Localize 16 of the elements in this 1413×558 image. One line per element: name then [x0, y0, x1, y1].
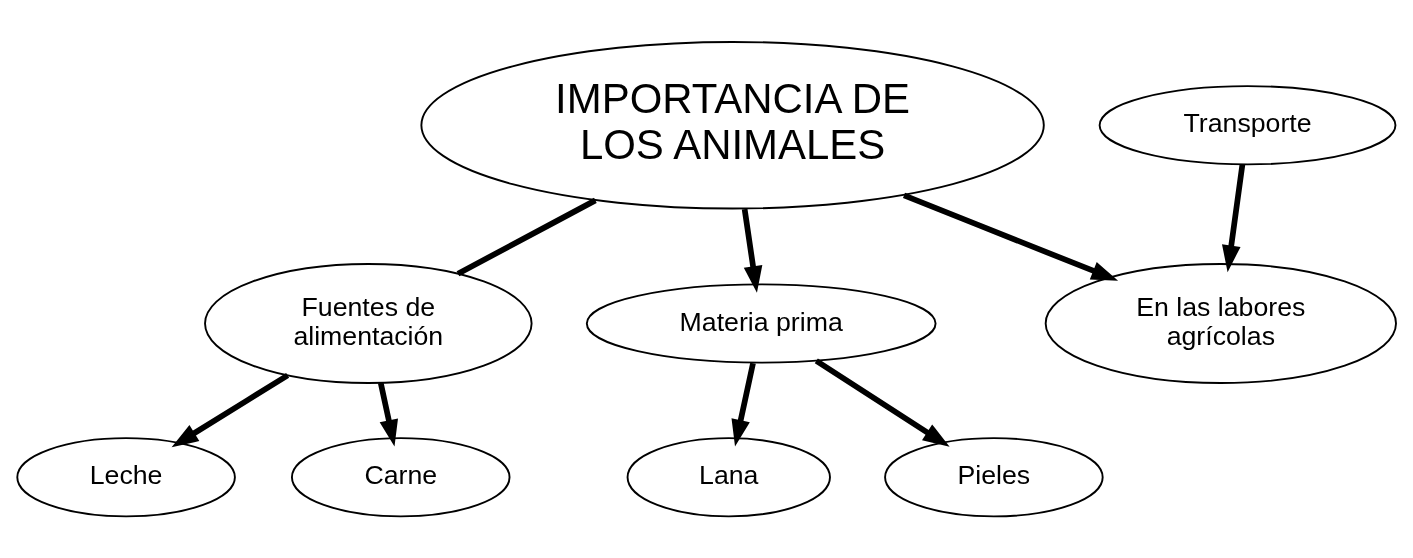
node-ellipse: Materia prima [585, 283, 937, 364]
node-ellipse: Carne [290, 437, 511, 518]
arrow [377, 382, 398, 447]
arrow [731, 362, 756, 447]
node-ellipse: Pieles [884, 437, 1104, 518]
arrow [814, 358, 950, 447]
node-ellipse: Transporte [1098, 85, 1397, 166]
node-ellipse: Lana [626, 437, 831, 518]
arrow [741, 208, 763, 293]
arrow [171, 372, 290, 448]
node-ellipse: Fuentes de alimentación [204, 263, 533, 385]
connector [456, 197, 597, 277]
node-ellipse: Leche [16, 437, 236, 518]
node-ellipse: IMPORTANCIA DE LOS ANIMALES [420, 40, 1045, 210]
arrow [902, 192, 1119, 281]
arrow [1221, 164, 1246, 273]
